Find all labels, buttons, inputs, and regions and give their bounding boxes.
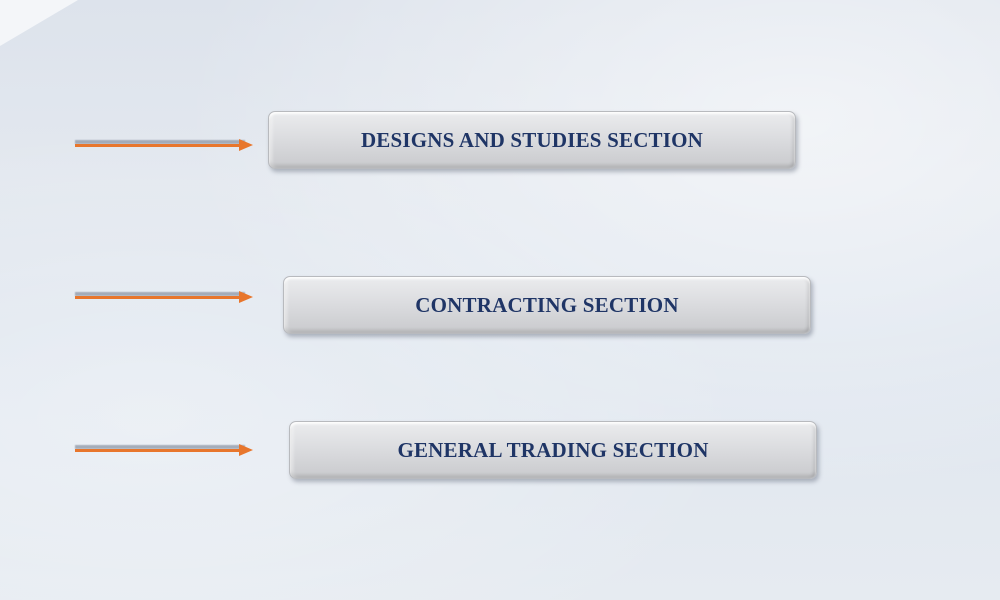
section-label: CONTRACTING SECTION <box>415 292 679 317</box>
section-row-general-trading: GENERAL TRADING SECTION <box>0 421 1000 483</box>
page-corner-decoration <box>0 0 78 46</box>
right-arrow-icon <box>75 291 255 303</box>
section-label: GENERAL TRADING SECTION <box>397 437 709 462</box>
right-arrow-icon <box>75 139 255 151</box>
general-trading-section-button[interactable]: GENERAL TRADING SECTION <box>289 421 817 479</box>
right-arrow-icon <box>75 444 255 456</box>
section-row-designs-and-studies: DESIGNS AND STUDIES SECTION <box>0 111 1000 173</box>
designs-and-studies-section-button[interactable]: DESIGNS AND STUDIES SECTION <box>268 111 796 169</box>
contracting-section-button[interactable]: CONTRACTING SECTION <box>283 276 811 334</box>
section-label: DESIGNS AND STUDIES SECTION <box>360 127 704 152</box>
section-row-contracting: CONTRACTING SECTION <box>0 276 1000 338</box>
